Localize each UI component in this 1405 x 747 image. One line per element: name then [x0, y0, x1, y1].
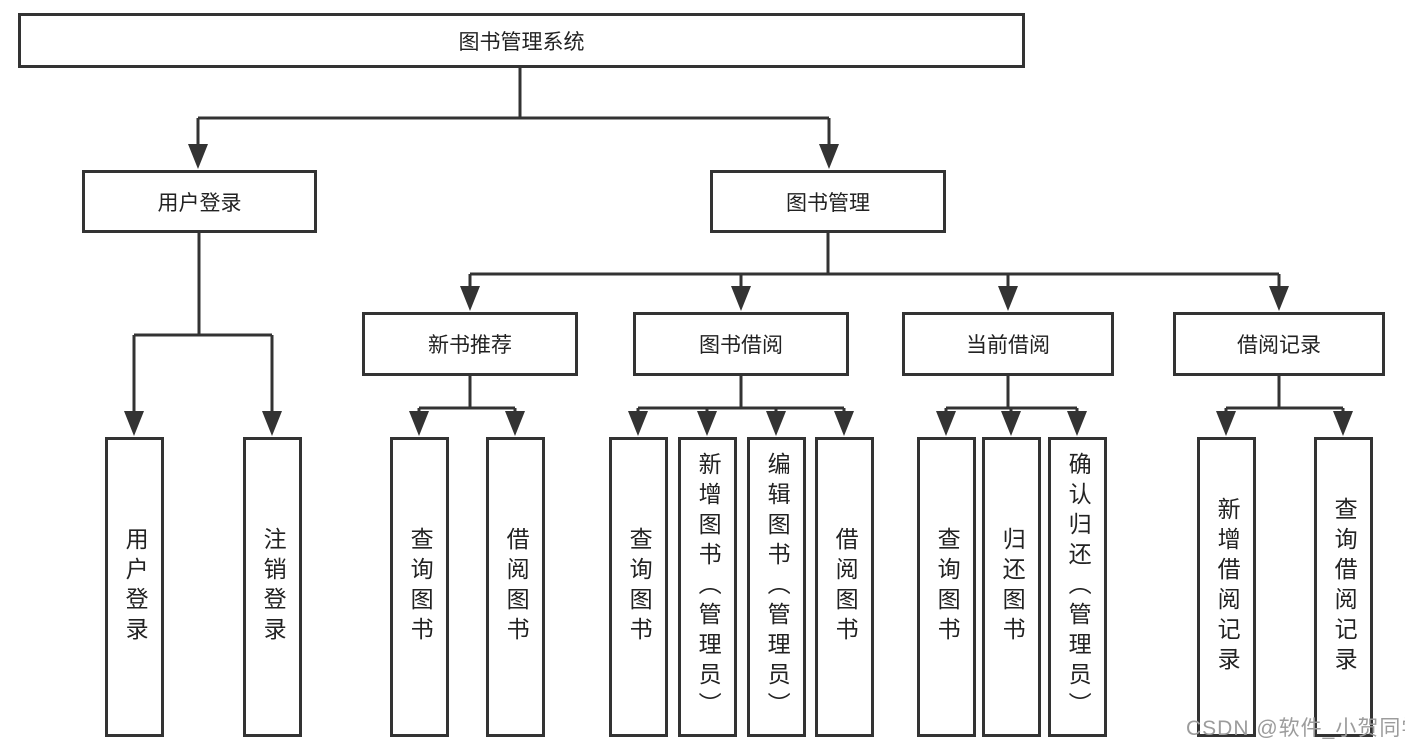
- node-new-book-recommendation: 新书推荐: [362, 312, 578, 376]
- leaf-label: 借阅图书: [503, 527, 530, 647]
- leaf-add-books-admin: 新增图书（管理员）: [678, 437, 737, 737]
- leaf-label: 编辑图书（管理员）: [764, 452, 791, 722]
- node-library-management-system: 图书管理系统: [18, 13, 1025, 68]
- node-label: 图书管理: [786, 191, 870, 215]
- leaf-query-borrow-record: 查询借阅记录: [1314, 437, 1373, 737]
- leaf-query-books-current: 查询图书: [917, 437, 976, 737]
- node-label: 用户登录: [157, 191, 242, 215]
- leaf-edit-books-admin: 编辑图书（管理员）: [747, 437, 806, 737]
- leaf-label: 新增借阅记录: [1214, 497, 1241, 677]
- leaf-label: 用户登录: [122, 527, 149, 647]
- leaf-return-books: 归还图书: [982, 437, 1041, 737]
- leaf-confirm-return-admin: 确认归还（管理员）: [1048, 437, 1107, 737]
- leaf-label: 查询图书: [934, 527, 961, 647]
- leaf-query-books-recommend: 查询图书: [390, 437, 449, 737]
- node-book-management: 图书管理: [710, 170, 946, 233]
- node-user-login: 用户登录: [82, 170, 317, 233]
- leaf-label: 确认归还（管理员）: [1065, 452, 1092, 722]
- leaf-borrow-books-borrowing: 借阅图书: [815, 437, 874, 737]
- node-label: 当前借阅: [966, 334, 1050, 357]
- node-label: 图书借阅: [699, 334, 783, 357]
- leaf-label: 归还图书: [999, 527, 1026, 647]
- node-book-borrowing: 图书借阅: [633, 312, 849, 376]
- node-label: 借阅记录: [1237, 334, 1321, 357]
- node-current-borrowing: 当前借阅: [902, 312, 1114, 376]
- node-label: 新书推荐: [428, 334, 512, 357]
- leaf-user-login: 用户登录: [105, 437, 164, 737]
- leaf-add-borrow-record: 新增借阅记录: [1197, 437, 1256, 737]
- csdn-watermark: CSDN @软件_小贺同学: [1186, 717, 1405, 740]
- leaf-borrow-books-recommend: 借阅图书: [486, 437, 545, 737]
- leaf-query-books-borrowing: 查询图书: [609, 437, 668, 737]
- node-label: 图书管理系统: [458, 30, 585, 54]
- leaf-label: 新增图书（管理员）: [695, 452, 722, 722]
- leaf-label: 注销登录: [260, 527, 287, 647]
- leaf-label: 查询图书: [626, 527, 653, 647]
- arrowhead-icons: [124, 144, 1353, 436]
- node-borrowing-records: 借阅记录: [1173, 312, 1385, 376]
- leaf-label: 借阅图书: [832, 527, 859, 647]
- leaf-label: 查询借阅记录: [1331, 497, 1358, 677]
- leaf-label: 查询图书: [407, 527, 434, 647]
- leaf-logout: 注销登录: [243, 437, 302, 737]
